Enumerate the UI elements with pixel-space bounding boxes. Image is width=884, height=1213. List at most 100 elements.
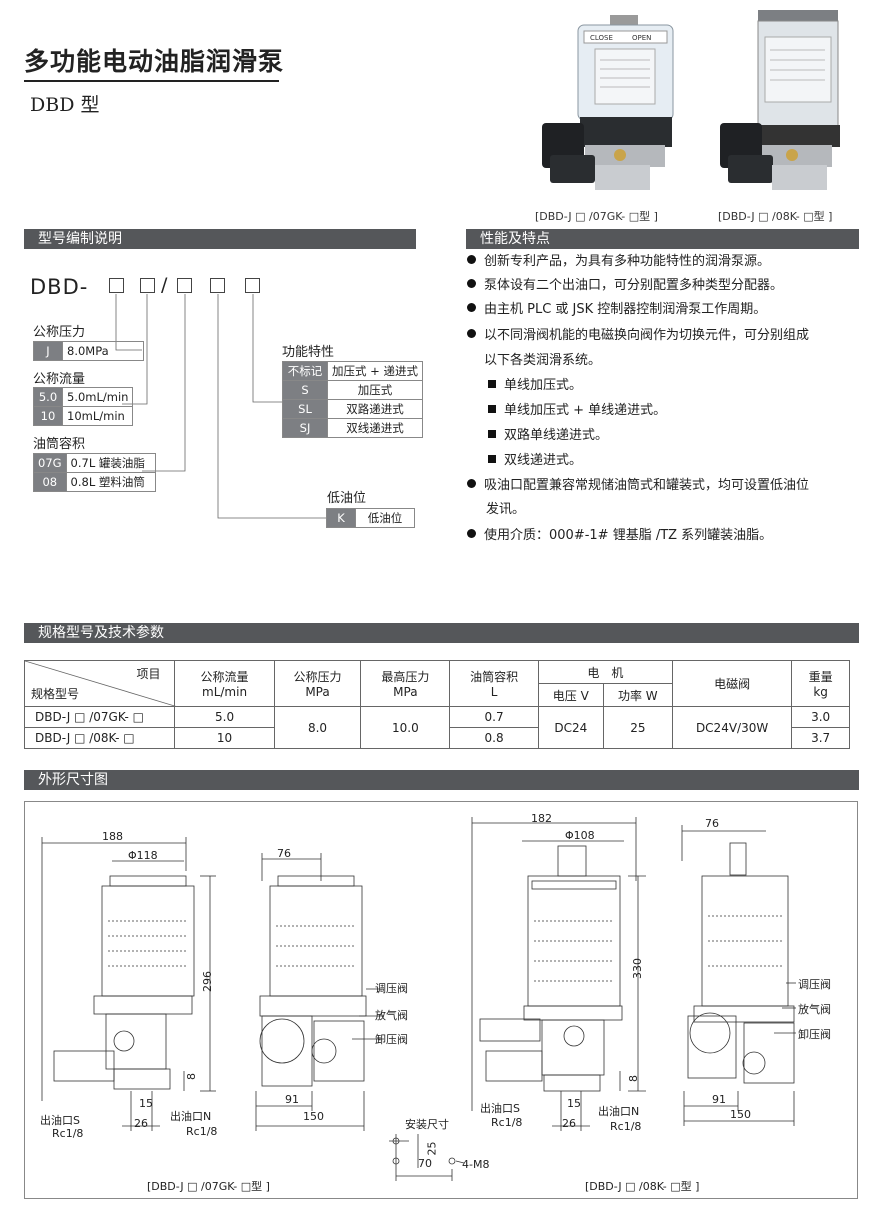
pressure-cell: 8.0 — [273, 706, 362, 749]
value-cell: 5.0mL/min — [61, 387, 134, 407]
code-cell: 08 — [33, 472, 67, 492]
valve-cell: DC24V/30W — [671, 706, 793, 749]
value-cell: 0.7L 罐装油脂 — [65, 453, 156, 473]
feature-sub-1: 单线加压式。 — [488, 374, 582, 398]
outlet-n-left: 出油口N — [170, 1110, 212, 1123]
corner-cell: 项目 规格型号 — [23, 660, 178, 707]
flow-cell: 10 — [174, 727, 275, 749]
header-voltage: 电压 V — [537, 683, 604, 707]
dim-76-left: 76 — [277, 847, 291, 860]
feature-item-3: 由主机 PLC 或 JSK 控制器控制润滑泵工作周期。 — [467, 298, 766, 322]
feature-item-6: 使用介质：000#-1# 锂基脂 /TZ 系列罐装油脂。 — [467, 524, 772, 548]
power-cell: 25 — [602, 706, 673, 749]
title-rule — [24, 80, 279, 82]
dim-26-left: 26 — [134, 1117, 148, 1130]
section-specs: 规格型号及技术参数 — [24, 623, 859, 643]
dim-phi118: Φ118 — [128, 849, 158, 862]
dim-182: 182 — [531, 812, 552, 825]
drawing-side-07gk — [255, 853, 384, 1131]
dim-26-right: 26 — [562, 1117, 576, 1130]
voltage-cell: DC24 — [537, 706, 604, 749]
drawing-side-08k — [681, 825, 796, 1126]
drawing-caption-left: [DBD-J □ /07GK- □型 ] — [147, 1180, 270, 1193]
code-box-function — [245, 278, 260, 293]
volume-cell: 0.8 — [449, 727, 539, 749]
rc-s-right: Rc1/8 — [491, 1116, 523, 1129]
model-slash: / — [161, 274, 168, 296]
feature-sub-3: 双路单线递进式。 — [488, 424, 608, 448]
page-subtitle: DBD 型 — [30, 94, 100, 116]
code-box-volume — [177, 278, 192, 293]
dim-8-left: 8 — [185, 1073, 198, 1080]
section-dimensions: 外形尺寸图 — [24, 770, 859, 790]
bullet-icon — [467, 255, 476, 264]
open-label: OPEN — [632, 34, 651, 42]
code-cell: SL — [282, 399, 328, 419]
corner-diagonal — [25, 661, 178, 707]
code-cell: 不标记 — [282, 361, 328, 381]
value-cell: 加压式 + 递进式 — [327, 361, 423, 381]
bullet-icon — [467, 329, 476, 338]
table-row: 电压 V 功率 W — [25, 683, 850, 707]
dim-25: 25 — [425, 1141, 439, 1156]
outlet-s-right: 出油口S — [480, 1102, 520, 1115]
feature-item-1: 创新专利产品，为具有多种功能特性的润滑泵源。 — [467, 250, 770, 274]
header-power: 功率 W — [602, 683, 673, 707]
feature-sub-4: 双线递进式。 — [488, 449, 582, 473]
mounting-diagram — [389, 1134, 465, 1181]
section-features: 性能及特点 — [466, 229, 859, 249]
product-photos: CLOSE OPEN — [542, 10, 840, 190]
table-row: DBD-J □ /07GK- □ 5.0 8.0 10.0 0.7 DC24 2… — [23, 706, 850, 749]
value-cell: 双线递进式 — [327, 418, 423, 438]
corner-bottom-label: 规格型号 — [31, 687, 80, 701]
table-row: 不标记加压式 + 递进式 — [282, 361, 423, 381]
photo-caption-right: [DBD-J □ /08K- □型 ] — [718, 210, 833, 223]
label-air-valve-left: 放气阀 — [375, 1009, 408, 1022]
photo-caption-left: [DBD-J □ /07GK- □型 ] — [535, 210, 658, 223]
code-cell: J — [33, 341, 63, 361]
corner-top-label: 项目 — [136, 667, 161, 681]
value-cell: 低油位 — [355, 508, 415, 528]
section-model-code: 型号编制说明 — [24, 229, 416, 249]
flow-title: 公称流量 — [33, 372, 86, 387]
value-cell: 8.0MPa — [62, 341, 144, 361]
value-cell: 10mL/min — [61, 406, 134, 426]
square-bullet-icon — [488, 455, 496, 463]
feature-item-4-cont: 以下各类润滑系统。 — [484, 353, 602, 368]
code-cell: 10 — [33, 406, 63, 426]
value-cell: 加压式 — [327, 380, 423, 400]
flow-cell: 5.0 — [174, 706, 275, 728]
model-prefix: DBD- — [30, 275, 89, 299]
outlet-n-right: 出油口N — [598, 1105, 640, 1118]
dim-15-right: 15 — [567, 1097, 581, 1110]
dim-188: 188 — [102, 830, 123, 843]
square-bullet-icon — [488, 405, 496, 413]
dim-8-right: 8 — [627, 1075, 640, 1082]
model-cell: DBD-J □ /08K- □ — [23, 727, 176, 749]
outlet-s-left: 出油口S — [40, 1114, 80, 1127]
label-relief-valve-right: 卸压阀 — [798, 1028, 831, 1041]
max-pressure-cell: 10.0 — [360, 706, 451, 749]
dimension-drawings — [41, 817, 796, 1181]
dim-15-left: 15 — [139, 1097, 153, 1110]
close-label: CLOSE — [590, 34, 613, 42]
drawing-front-07gk — [41, 837, 216, 1131]
dim-phi108: Φ108 — [565, 829, 595, 842]
label-adjust-valve-left: 调压阀 — [375, 982, 408, 995]
header-valve: 电磁阀 — [671, 660, 793, 707]
code-box-pressure — [109, 278, 124, 293]
pump-photo-left: CLOSE OPEN — [542, 15, 674, 190]
code-box-flow — [140, 278, 155, 293]
model-cell: DBD-J □ /07GK- □ — [23, 706, 176, 728]
